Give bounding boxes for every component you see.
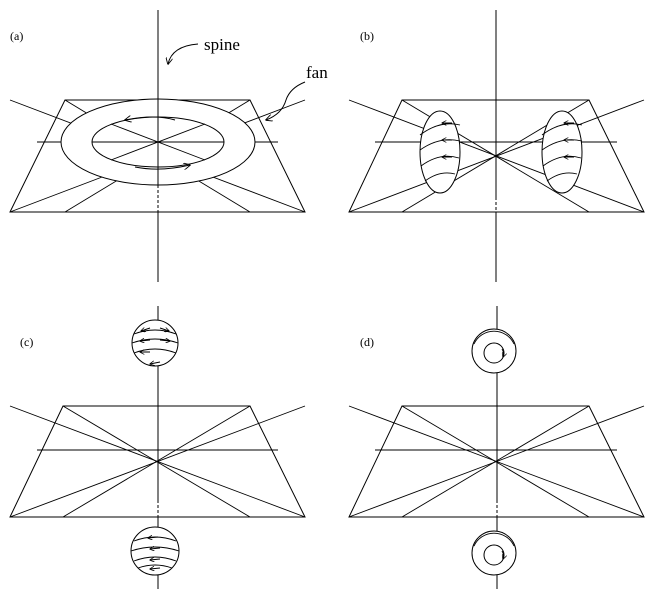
ring-top-d (471, 328, 517, 374)
panel-a-label: (a) (10, 29, 23, 43)
flow-arrow-icon (501, 550, 504, 559)
tube-left-b (419, 110, 461, 194)
panel-d-label: (d) (360, 335, 374, 349)
flow-arrow-icon (159, 340, 170, 341)
sphere-bottom-c (130, 526, 180, 576)
spine-label: spine (204, 35, 240, 54)
flow-arrow-icon (148, 537, 159, 538)
flow-arrow-icon (150, 362, 161, 364)
fan-plane-c (9, 405, 306, 518)
callout-arrow-icon (266, 81, 306, 120)
fan-plane-d (348, 405, 645, 518)
flow-arrow-icon (125, 117, 176, 120)
flow-arrow-icon (150, 568, 161, 569)
flow-arrow-icon (140, 340, 151, 341)
spine-callout: spine (168, 35, 240, 64)
flow-arrow-icon (150, 548, 161, 549)
callout-arrow-icon (168, 43, 199, 64)
panel-d: (d) (348, 306, 645, 589)
panel-b-label: (b) (360, 29, 374, 43)
flow-arrow-icon (501, 348, 504, 357)
fan-callout: fan (266, 63, 328, 120)
flow-arrow-icon (159, 328, 169, 331)
panel-b: (b) (348, 10, 645, 282)
sphere-top-c (131, 319, 179, 367)
tube-right-b (541, 110, 583, 194)
fan-label: fan (306, 63, 328, 82)
panel-c-label: (c) (20, 335, 33, 349)
panel-c: (c) (9, 306, 306, 589)
flow-arrow-icon (141, 328, 151, 331)
panel-a: (a) spine fan (9, 10, 328, 282)
flow-arrow-icon (150, 559, 161, 560)
ring-bottom-d (471, 530, 517, 576)
flow-arrow-icon (134, 165, 190, 169)
